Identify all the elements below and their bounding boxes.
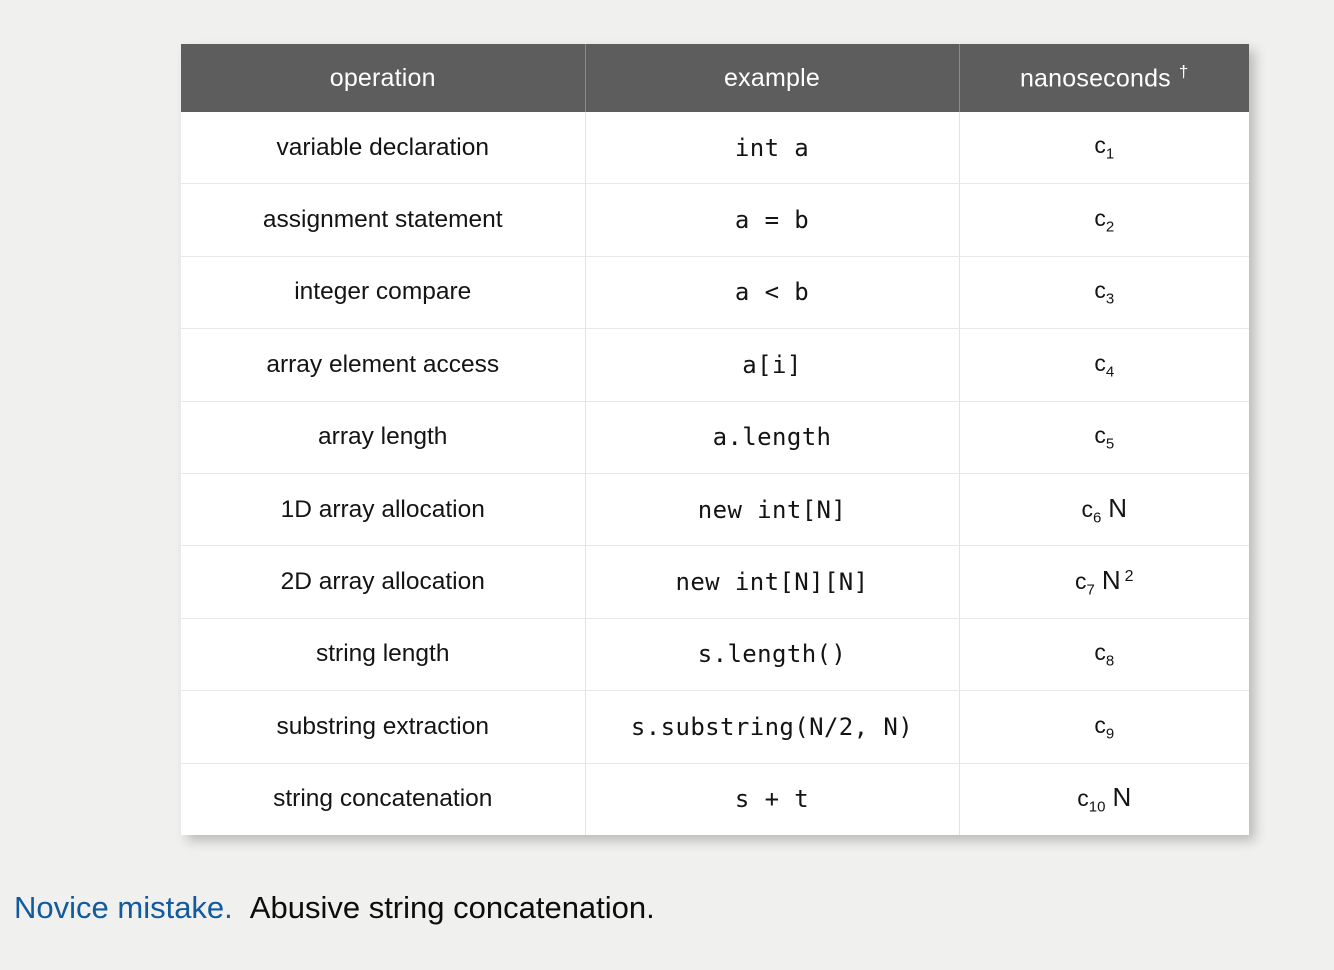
column-header-operation: operation <box>181 44 586 112</box>
cell-nanoseconds: c5 <box>959 401 1249 474</box>
cell-nanoseconds: c9 <box>959 690 1249 764</box>
cell-operation: 2D array allocation <box>181 545 586 619</box>
cost-symbol: c <box>1094 349 1106 376</box>
cell-example: a < b <box>585 256 960 330</box>
cost-subscript: 8 <box>1105 652 1115 670</box>
cost-model-table-card: operation example nanoseconds † variable … <box>181 44 1249 835</box>
column-header-operation-label: operation <box>329 63 436 92</box>
cost-symbol: c <box>1094 132 1106 159</box>
cell-operation: variable declaration <box>181 112 586 185</box>
cell-example: s.length() <box>585 618 960 692</box>
cost-symbol: c <box>1094 204 1106 231</box>
cost-subscript: 2 <box>1105 218 1115 236</box>
cell-nanoseconds: c10 N <box>959 763 1249 835</box>
cell-operation: assignment statement <box>181 183 586 257</box>
cost-model-table: operation example nanoseconds † variable … <box>181 44 1249 835</box>
cost-symbol: c <box>1074 568 1087 595</box>
footnote-dagger-icon: † <box>1178 62 1189 82</box>
cell-example: new int[N][N] <box>585 545 960 619</box>
cost-symbol: c <box>1094 639 1106 666</box>
cell-operation: array element access <box>181 328 586 402</box>
cost-factor: N <box>1108 492 1128 523</box>
cell-operation: string concatenation <box>181 763 586 835</box>
cell-example: a = b <box>585 183 960 257</box>
column-header-nanoseconds: nanoseconds † <box>959 44 1249 112</box>
cell-example: new int[N] <box>585 473 960 547</box>
cell-example: a[i] <box>585 328 960 402</box>
cost-subscript: 1 <box>1105 145 1115 163</box>
cell-example: s + t <box>585 763 960 835</box>
cell-operation: integer compare <box>181 256 586 330</box>
cell-nanoseconds: c4 <box>959 328 1249 402</box>
caption-lead: Novice mistake. <box>14 890 233 925</box>
cell-nanoseconds: c1 <box>959 112 1249 185</box>
cost-subscript: 3 <box>1105 290 1115 308</box>
cell-operation: array length <box>181 401 586 474</box>
caption: Novice mistake. Abusive string concatenat… <box>14 890 655 926</box>
cost-symbol: c <box>1077 785 1089 812</box>
cell-nanoseconds: c2 <box>959 183 1249 257</box>
cell-example: s.substring(N/2, N) <box>585 690 960 764</box>
column-header-nanoseconds-label: nanoseconds <box>1019 64 1171 93</box>
table-header: operation example nanoseconds † <box>181 44 1249 112</box>
cost-symbol: c <box>1081 495 1093 522</box>
cell-example: a.length <box>585 401 960 474</box>
cost-symbol: c <box>1094 277 1106 304</box>
cost-subscript: 6 <box>1092 509 1102 527</box>
table-header-row: operation example nanoseconds † <box>181 44 1249 112</box>
cost-subscript: 9 <box>1105 725 1115 743</box>
cell-operation: substring extraction <box>181 690 586 764</box>
cost-subscript: 7 <box>1086 581 1095 599</box>
caption-body: Abusive string concatenation. <box>249 890 655 925</box>
cell-nanoseconds: c8 <box>959 618 1249 692</box>
cost-factor: N <box>1112 782 1132 813</box>
cost-subscript: 4 <box>1105 363 1115 381</box>
cell-nanoseconds: c3 <box>959 256 1249 330</box>
cost-factor: N <box>1101 565 1121 596</box>
cell-operation: string length <box>181 618 586 692</box>
cell-example: int a <box>585 112 960 185</box>
cost-subscript: 5 <box>1105 435 1115 453</box>
cost-exponent: 2 <box>1124 567 1134 585</box>
cell-operation: 1D array allocation <box>181 473 586 547</box>
column-header-example-label: example <box>724 63 820 92</box>
cost-symbol: c <box>1094 711 1106 738</box>
cost-subscript: 10 <box>1088 799 1106 816</box>
cost-symbol: c <box>1094 421 1106 448</box>
column-header-example: example <box>585 44 960 112</box>
